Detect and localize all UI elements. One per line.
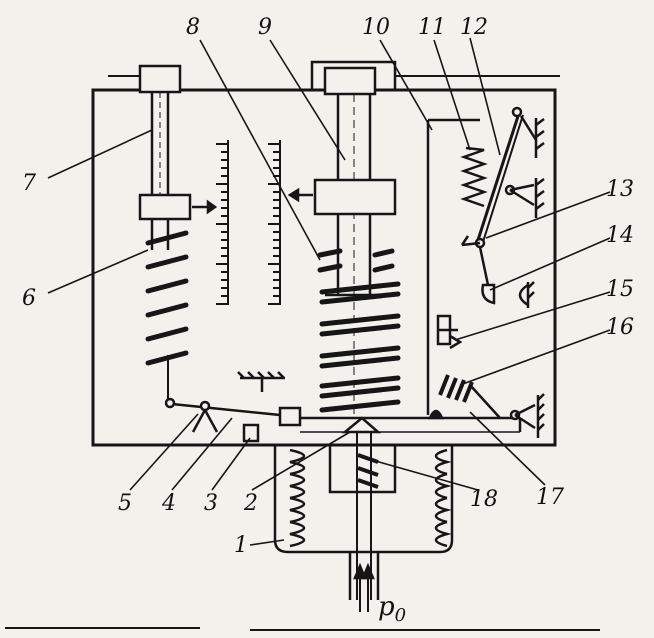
spring-coil <box>319 355 401 369</box>
spring-coil <box>317 248 343 258</box>
spring-coil <box>145 230 189 246</box>
spring-coil <box>319 385 401 399</box>
callout-10: 10 <box>362 15 390 40</box>
spring-coil <box>372 248 395 258</box>
spring-coil <box>319 323 401 337</box>
spring-coil <box>145 326 189 342</box>
baseline <box>5 627 600 631</box>
callout-9: 9 <box>258 15 272 40</box>
callout-6: 6 <box>22 286 36 311</box>
spring-coil <box>372 263 395 273</box>
spring-coil <box>145 254 189 270</box>
callout-14: 14 <box>606 223 634 248</box>
spring-coil <box>319 291 401 305</box>
main-screw-9 <box>287 66 397 415</box>
callout-7: 7 <box>22 171 36 196</box>
callout-13: 13 <box>606 177 634 202</box>
spring-6 <box>145 230 189 366</box>
bellows-1 <box>273 432 454 612</box>
leader-lines <box>47 37 611 546</box>
callout-4: 4 <box>161 491 176 516</box>
pressure-subscript: 0 <box>395 605 406 626</box>
spring-coil <box>319 313 401 327</box>
housing <box>91 60 560 447</box>
callout-16: 16 <box>606 315 634 340</box>
spring-coil <box>319 399 401 413</box>
pressure-symbol: p <box>378 592 395 622</box>
spring-8 <box>317 248 401 413</box>
spring-coil <box>317 263 343 273</box>
callout-5: 5 <box>118 491 132 516</box>
callout-11: 11 <box>418 15 446 40</box>
main-lever <box>164 371 545 443</box>
pressure-label: p0 <box>378 592 406 626</box>
callout-17: 17 <box>536 485 564 510</box>
spring-coil <box>145 302 189 318</box>
callout-18: 18 <box>470 487 498 512</box>
callout-3: 3 <box>204 491 218 516</box>
spring-coil <box>319 345 401 359</box>
scale-right <box>268 140 281 305</box>
scale-left <box>216 140 229 305</box>
callout-1: 1 <box>234 533 248 558</box>
adjusting-screw-7 <box>138 64 218 250</box>
spring-coil <box>319 281 401 295</box>
callout-8: 8 <box>186 15 200 40</box>
callout-labels: 7 6 8 9 10 11 12 13 14 15 16 17 18 5 4 3… <box>22 15 634 626</box>
contact-block <box>426 106 545 420</box>
spring-coil <box>145 278 189 294</box>
callout-12: 12 <box>460 15 488 40</box>
callout-15: 15 <box>606 277 634 302</box>
callout-2: 2 <box>243 491 258 516</box>
spring-coil <box>319 375 401 389</box>
